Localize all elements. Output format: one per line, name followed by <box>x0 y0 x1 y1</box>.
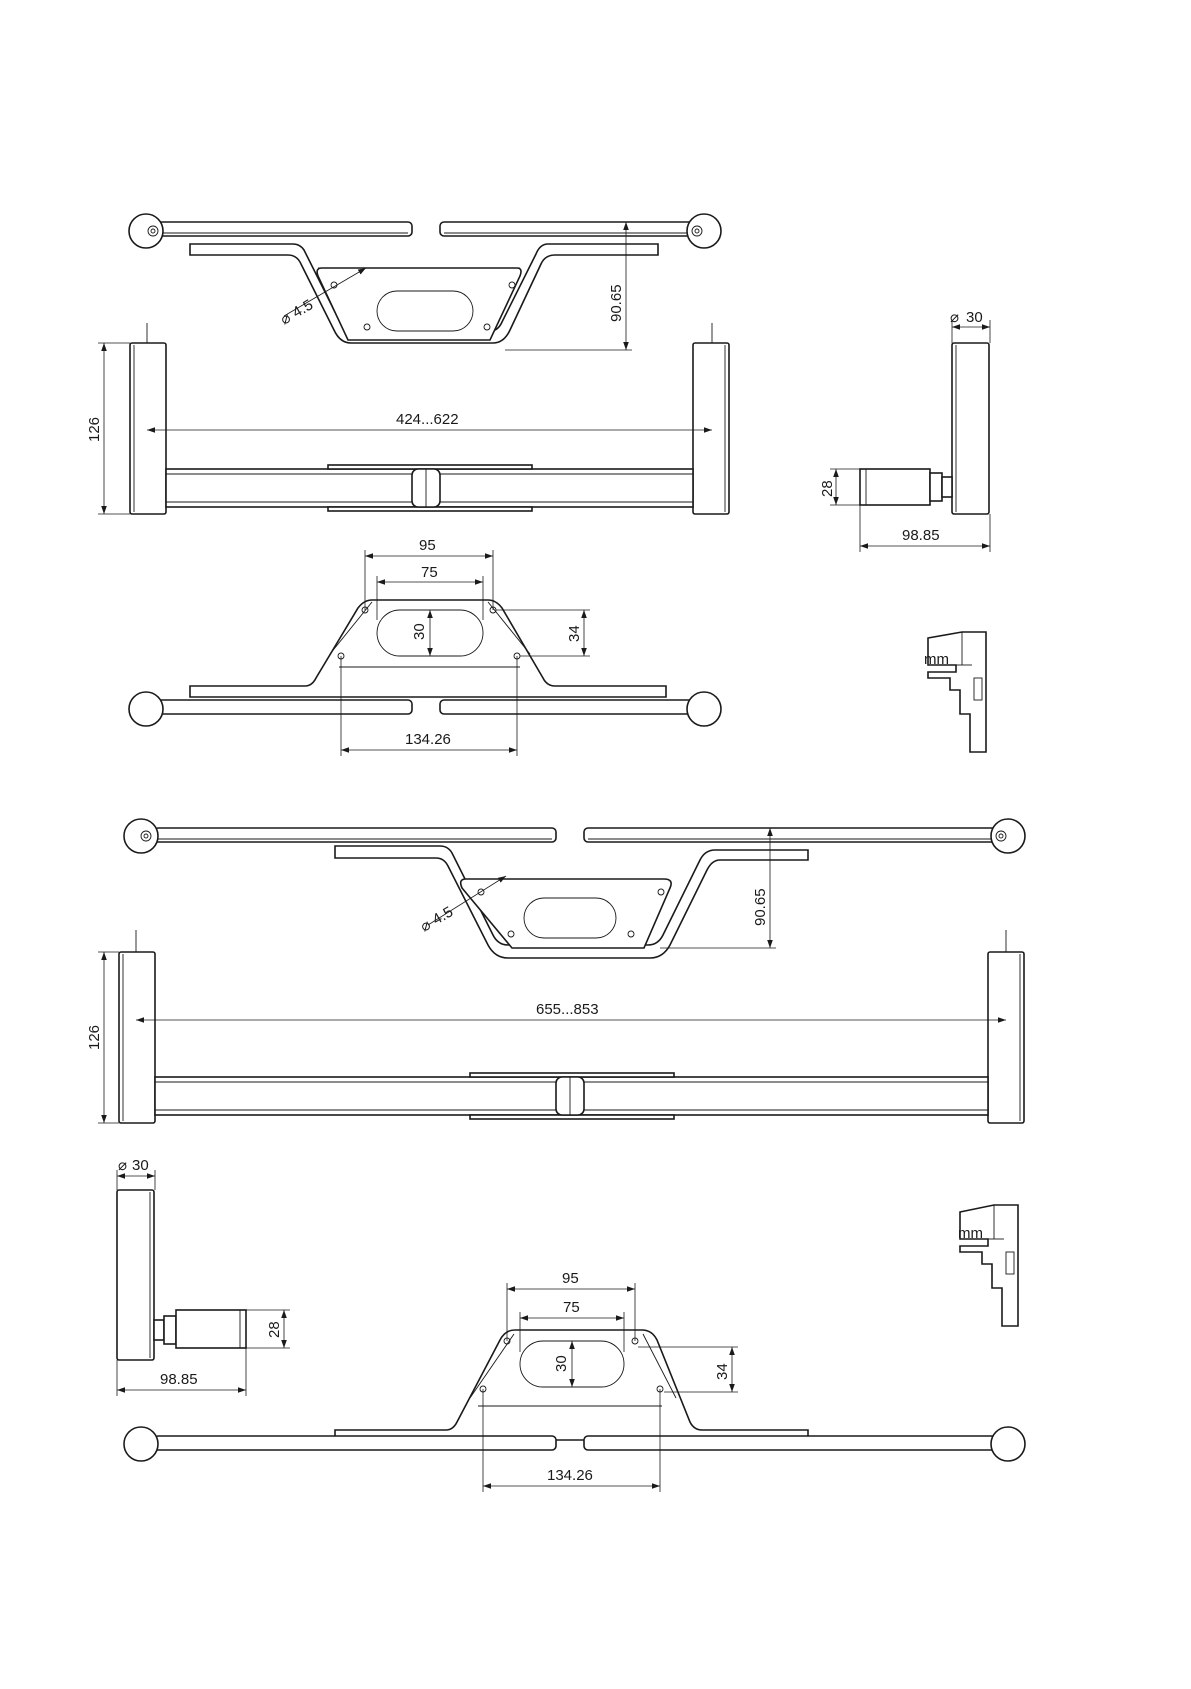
set-a-top-view: ⌀ 4.5 90.65 <box>129 214 721 350</box>
set-a-front-view: 126 424...622 <box>86 323 729 514</box>
side-tube-right <box>988 952 1024 1123</box>
mount-clamp <box>176 1310 246 1348</box>
dim-height: 126 <box>86 417 103 442</box>
rail-right <box>440 700 696 714</box>
dim-height: 126 <box>86 1025 103 1050</box>
dim-hole-vertical: 34 <box>566 625 583 642</box>
rail-left <box>156 700 412 714</box>
set-a-side-view: ⌀ 30 28 98.85 <box>819 309 990 552</box>
dim-slot-length: 75 <box>563 1299 580 1316</box>
dim-tube-dia: 30 <box>966 309 983 326</box>
rail-right <box>584 1436 1002 1450</box>
caliper-icon: mm <box>924 632 986 752</box>
dim-projection: 98.85 <box>902 527 940 544</box>
dim-hole-vertical: 34 <box>714 1363 731 1380</box>
end-knob <box>129 692 163 726</box>
rail-left <box>156 222 412 236</box>
side-tube <box>952 343 989 514</box>
set-a-bracket-view: 95 75 30 34 134.26 <box>129 537 721 756</box>
dim-depth: 90.65 <box>608 284 625 322</box>
end-knob <box>991 1427 1025 1461</box>
side-tube <box>117 1190 154 1360</box>
unit-label: mm <box>924 651 949 668</box>
rail-right <box>584 828 1002 842</box>
set-b-side-view: ⌀ 30 28 98.85 <box>117 1157 290 1396</box>
dim-slot-width: 30 <box>411 623 428 640</box>
unit-label: mm <box>958 1225 983 1242</box>
dim-hole-dia: 4.5 <box>430 903 457 928</box>
rail-left <box>154 828 556 842</box>
dim-hole-dia-symbol: ⌀ <box>418 916 434 935</box>
bracket-plate <box>335 1330 808 1440</box>
dim-slot-width: 30 <box>553 1355 570 1372</box>
set-b-bracket-view: 95 75 30 34 134.26 <box>124 1270 1025 1492</box>
dim-hole-dia: 4.5 <box>290 296 317 321</box>
side-tube-left <box>130 343 166 514</box>
caliper-icon: mm <box>958 1205 1018 1326</box>
dim-outer-spacing: 95 <box>419 537 436 554</box>
dim-slot-length: 75 <box>421 564 438 581</box>
dim-base-width: 134.26 <box>547 1467 593 1484</box>
end-knob <box>124 1427 158 1461</box>
rail-right <box>440 222 696 236</box>
dim-mount-height: 28 <box>819 480 836 497</box>
dim-outer-spacing: 95 <box>562 1270 579 1287</box>
dim-base-width: 134.26 <box>405 731 451 748</box>
dim-width-range: 424...622 <box>396 411 459 428</box>
dim-tube-dia: 30 <box>132 1157 149 1174</box>
dim-projection: 98.85 <box>160 1371 198 1388</box>
mount-clamp <box>860 469 930 505</box>
set-b-top-view: ⌀ 4.5 90.65 <box>124 819 1025 958</box>
dim-tube-dia-symbol: ⌀ <box>950 309 959 326</box>
set-b-front-view: 126 655...853 <box>86 930 1024 1123</box>
rail-left <box>154 1436 556 1450</box>
side-tube-right <box>693 343 729 514</box>
dim-mount-height: 28 <box>266 1321 283 1338</box>
dim-tube-dia-symbol: ⌀ <box>118 1157 127 1174</box>
end-knob <box>687 692 721 726</box>
dim-width-range: 655...853 <box>536 1001 599 1018</box>
dim-depth: 90.65 <box>752 888 769 926</box>
side-tube-left <box>119 952 155 1123</box>
bracket-plate <box>190 600 666 697</box>
